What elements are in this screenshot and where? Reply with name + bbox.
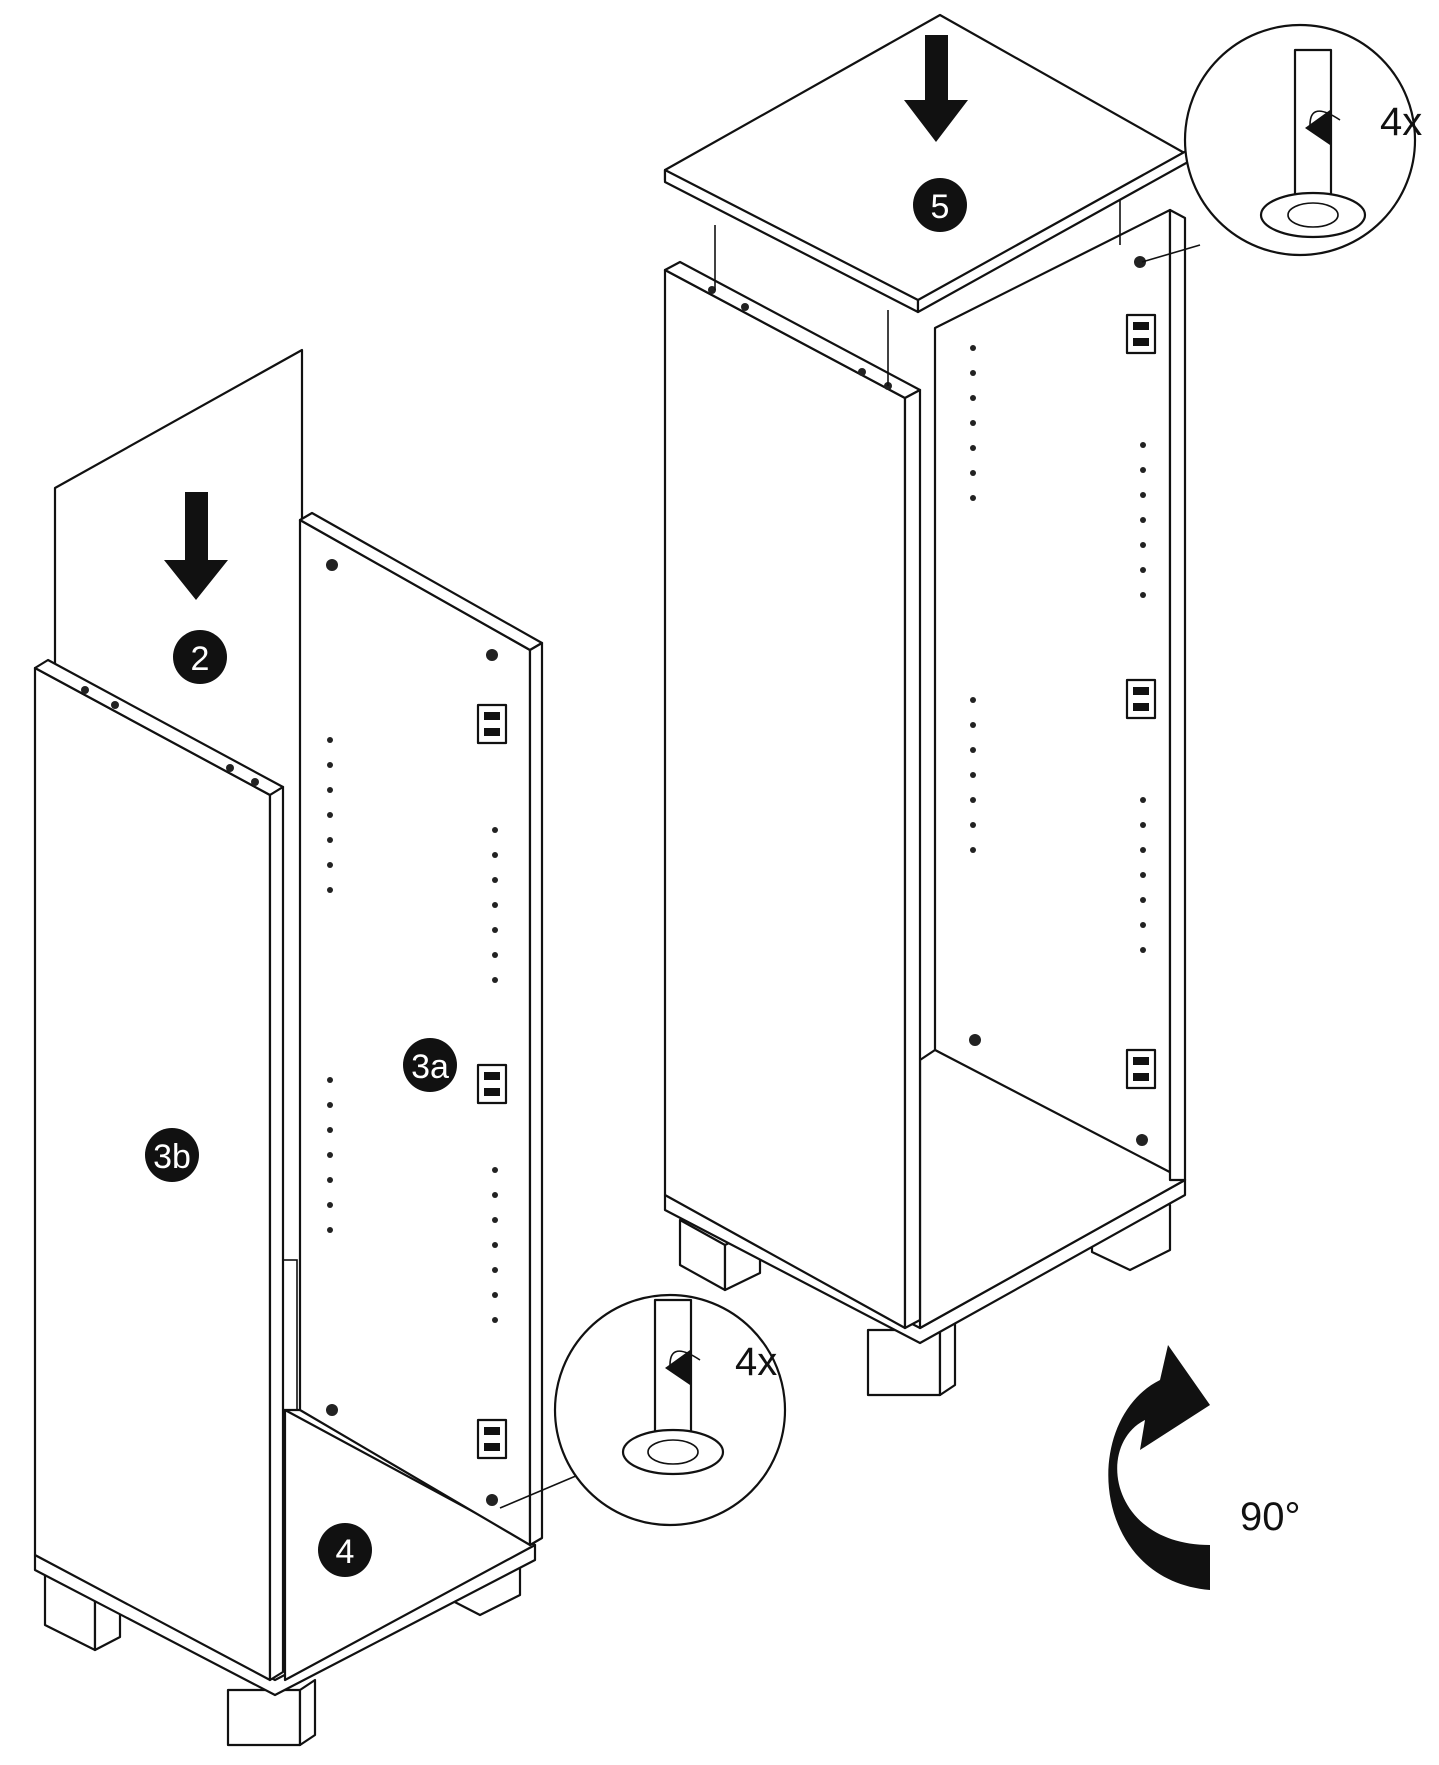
step-label: 4: [336, 1533, 355, 1571]
left-cabinet-plinth: [33, 1543, 537, 1697]
dowel-guide-lines: [714, 200, 1121, 386]
top-panel: [663, 13, 1190, 314]
cam-lock-callout-upper: 4x: [1141, 23, 1422, 263]
hinge-plate-icon: [1125, 313, 1157, 1090]
quantity-label: 4x: [1380, 100, 1422, 144]
step-label: 2: [191, 640, 210, 678]
hinge-plate-icon: [476, 703, 508, 1460]
step-badge-top: 5: [913, 178, 967, 232]
down-arrow-icon: [164, 492, 228, 600]
cam-lock-callout-lower: 4x: [499, 1293, 787, 1527]
step-badge-back-panel: 2: [173, 630, 227, 684]
left-cabinet-assembly: 2 3a 3b 4 4x: [33, 348, 787, 1747]
quantity-label: 4x: [735, 1340, 777, 1384]
step-label: 5: [931, 188, 950, 226]
right-side-panel: [298, 511, 544, 1547]
step-badge-right-side: 3a: [403, 1038, 457, 1092]
step-badge-bottom: 4: [318, 1523, 372, 1577]
step-badge-left-side: 3b: [145, 1128, 199, 1182]
outer-side-panel: [663, 260, 922, 1330]
step-label: 3a: [411, 1048, 449, 1086]
left-side-panel: [33, 658, 298, 1682]
step-label: 3b: [153, 1138, 191, 1176]
rotate-arrow-icon: [1108, 1345, 1210, 1590]
down-arrow-icon: [904, 35, 968, 142]
inner-bottom-panel: [918, 1048, 1187, 1330]
right-cabinet-assembly: 5 4x: [663, 13, 1422, 1397]
bottom-panel: [283, 1408, 537, 1682]
rotation-label: 90°: [1240, 1495, 1301, 1539]
